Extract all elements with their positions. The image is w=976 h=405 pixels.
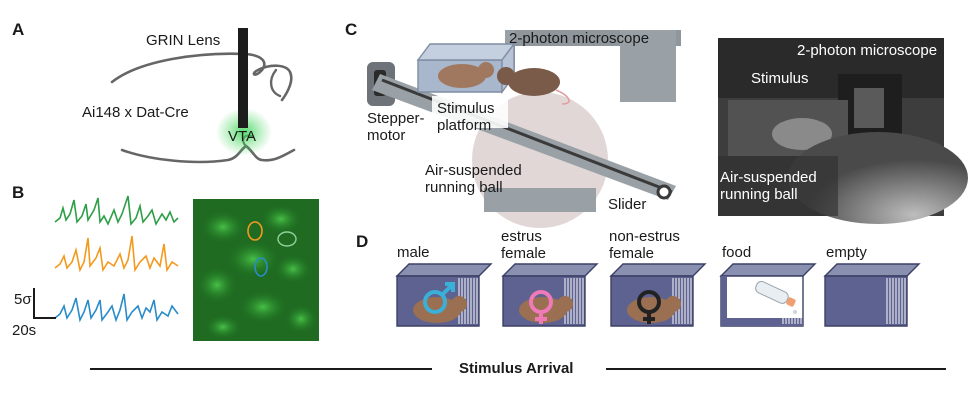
photo-microscope-label: 2-photon microscope <box>797 42 938 59</box>
mouse-line-label: Ai148 x Dat-Cre <box>82 104 189 121</box>
fluorescence-image <box>193 199 319 341</box>
cage-male-symbol <box>423 290 447 314</box>
head-fixed-mouse <box>508 68 560 96</box>
condition-estrus-label: estrus female <box>501 228 547 262</box>
food-bottle-cap <box>786 297 796 307</box>
photo-stimulus-label: Stimulus <box>751 70 809 87</box>
stimulus-platform-label: Stimulus platform <box>437 100 495 134</box>
scale-bar <box>33 288 56 319</box>
cage-male-mouse-head <box>451 296 467 312</box>
stimulus-arrival-label: Stimulus Arrival <box>459 360 574 377</box>
trace-blue <box>54 293 179 323</box>
vta-label: VTA <box>228 128 257 145</box>
cage-male-symbol-arrowhead <box>445 282 455 292</box>
cage-food-floor <box>721 318 803 326</box>
panel-letter-d: D <box>356 232 369 251</box>
trace-orange <box>54 235 179 273</box>
running-ball-label: Air-suspended running ball <box>425 162 522 196</box>
photo-ball-label: Air-suspended running ball <box>720 169 817 203</box>
rig-photo <box>718 38 968 224</box>
cage-estrus-mouse-head <box>557 296 573 312</box>
scale-x-label: 20s <box>12 322 37 339</box>
vta-glow <box>216 108 272 156</box>
condition-male-label: male <box>397 244 430 261</box>
grin-lens-label: GRIN Lens <box>146 32 221 49</box>
condition-food-label: food <box>722 244 752 261</box>
food-drop <box>793 310 797 314</box>
slider-label: Slider <box>608 196 647 213</box>
panel-letter-a: A <box>12 20 25 39</box>
microscope-label: 2-photon microscope <box>509 30 650 47</box>
panel-letter-c: C <box>345 20 358 39</box>
food-bottle-icon <box>755 280 789 304</box>
stepper-motor-label: Stepper- motor <box>367 110 425 144</box>
cage-non-estrus-mouse-head <box>665 296 681 312</box>
panel-letter-b: B <box>12 183 25 202</box>
scale-y-label: 5σ <box>14 291 32 308</box>
condition-empty-label: empty <box>826 244 867 261</box>
condition-non-estrus-label: non-estrus female <box>609 228 680 262</box>
trace-green <box>54 195 179 226</box>
cage-food-wall <box>721 276 727 326</box>
grin-lens <box>238 28 248 128</box>
